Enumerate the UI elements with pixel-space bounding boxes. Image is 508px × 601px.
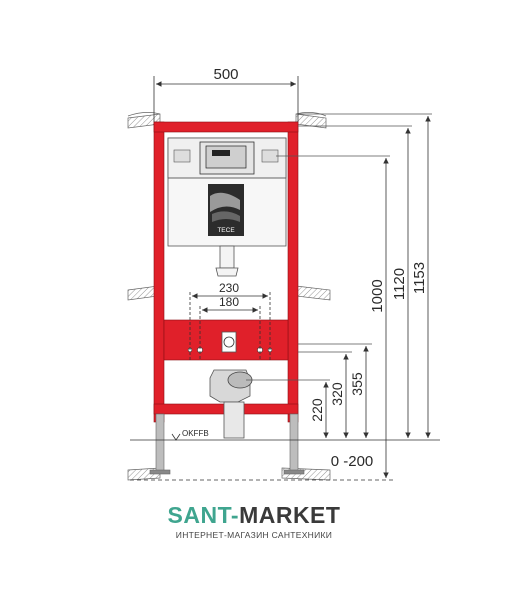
- drain-pipe: [209, 245, 253, 439]
- frame-legs: [149, 413, 305, 475]
- tece-label-panel: TECE: [208, 184, 244, 236]
- dim-355-label: 355: [349, 372, 365, 396]
- frame-left-post: [153, 121, 165, 423]
- dim-spacing: [189, 292, 271, 360]
- sant-market-logo: SANT-MARKET ИНТЕРНЕТ-МАГАЗИН САНТЕХНИКИ: [0, 502, 508, 540]
- top-wall-hatching: [127, 112, 327, 129]
- dim-320-label: 320: [329, 382, 345, 406]
- dim-1000-label: 1000: [369, 279, 386, 312]
- brand-tagline: ИНТЕРНЕТ-МАГАЗИН САНТЕХНИКИ: [175, 530, 333, 540]
- brand-name-separator: -: [230, 502, 240, 528]
- dim-inner-spacing-label: 180: [219, 295, 239, 309]
- dim-220-label: 220: [309, 398, 325, 422]
- dim-width-label: 500: [213, 66, 238, 83]
- frame-right-post: [287, 121, 299, 423]
- floor-mark-label: OKFFB: [182, 429, 209, 438]
- dim-floor-range-label: 0 -200: [331, 453, 374, 470]
- brand-name-part2: MARKET: [239, 502, 341, 528]
- frame-top-rail: [153, 121, 299, 133]
- brand-name: SANT-MARKET: [0, 502, 508, 528]
- dim-1120-label: 1120: [391, 268, 408, 300]
- brand-name-part1: SANT: [167, 502, 231, 528]
- dim-outer-spacing-label: 230: [219, 281, 239, 295]
- dim-1153-label: 1153: [411, 262, 428, 294]
- extension-lines: [246, 113, 432, 381]
- panel-brand-text: TECE: [217, 227, 235, 234]
- dim-vertical: [323, 116, 431, 478]
